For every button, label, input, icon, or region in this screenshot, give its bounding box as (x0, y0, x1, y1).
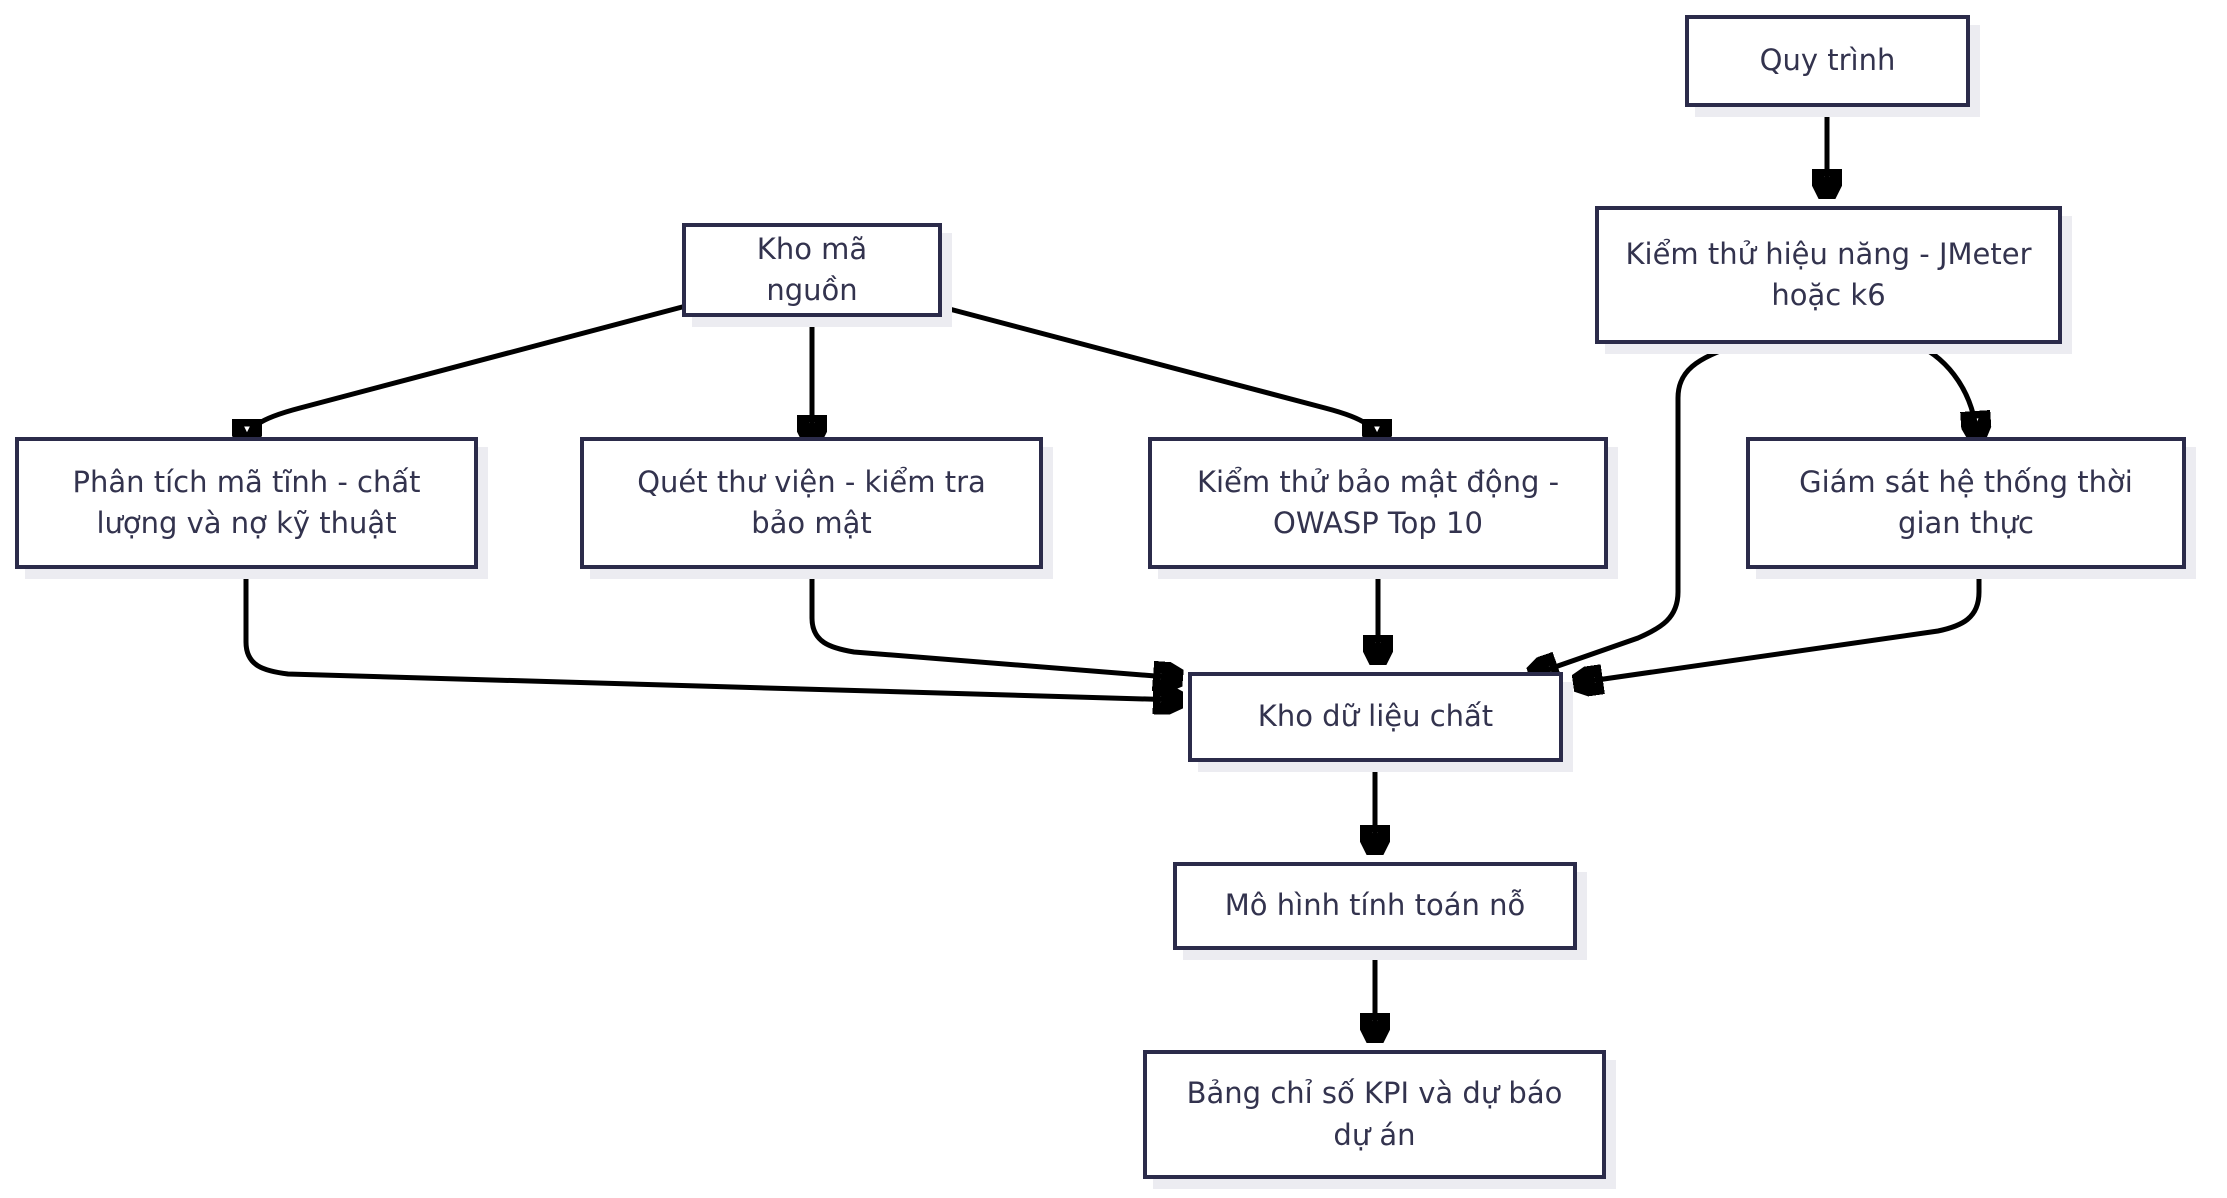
edge-giam-sat-to-kho-du-lieu (1576, 566, 1982, 683)
edge-kho-ma-nguon-to-phan-tich (247, 303, 689, 446)
node-kho-du-lieu-chat: Kho dữ liệu chất (1188, 672, 1563, 762)
node-quy-trinh-label: Quy trình (1759, 43, 1896, 78)
node-giam-sat-he-thong-label: Giám sát hệ thống thời gian thực (1799, 464, 2133, 540)
node-kho-du-lieu-chat-label: Kho dữ liệu chất (1257, 699, 1494, 734)
node-quet-thu-vien: Quét thư viện - kiểm tra bảo mật (580, 437, 1043, 569)
node-bang-chi-so-kpi: Bảng chỉ số KPI và dự báo dự án (1143, 1050, 1606, 1179)
node-bang-chi-so-kpi-label: Bảng chỉ số KPI và dự báo dự án (1186, 1076, 1563, 1152)
node-mo-hinh-tinh-toan: Mô hình tính toán nỗ (1173, 862, 1577, 950)
node-kiem-thu-hieu-nang-label: Kiểm thử hiệu năng - JMeter hoặc k6 (1625, 236, 2032, 312)
edge-quet-thu-vien-to-kho-du-lieu (809, 566, 1180, 678)
edge-jmeter-to-kho-du-lieu (1532, 341, 1743, 675)
node-quet-thu-vien-label: Quét thư viện - kiểm tra bảo mật (637, 464, 986, 540)
node-giam-sat-he-thong: Giám sát hệ thống thời gian thực (1746, 437, 2186, 569)
edge-jmeter-to-giam-sat (1913, 341, 1977, 438)
edge-phan-tich-to-kho-du-lieu (243, 566, 1180, 700)
node-kiem-thu-bao-mat-dong: Kiểm thử bảo mật động - OWASP Top 10 (1148, 437, 1608, 569)
node-kiem-thu-bao-mat-dong-label: Kiểm thử bảo mật động - OWASP Top 10 (1196, 464, 1560, 540)
edge-kho-ma-nguon-to-bao-mat-dong (935, 303, 1377, 446)
node-kho-ma-nguon: Kho mã nguồn (682, 223, 942, 317)
node-phan-tich-ma-tinh-label: Phân tích mã tĩnh - chất lượng và nợ kỹ … (72, 464, 421, 540)
node-mo-hinh-tinh-toan-label: Mô hình tính toán nỗ (1224, 888, 1526, 923)
node-quy-trinh: Quy trình (1685, 15, 1970, 107)
node-kho-ma-nguon-label: Kho mã nguồn (756, 231, 868, 307)
node-phan-tich-ma-tinh: Phân tích mã tĩnh - chất lượng và nợ kỹ … (15, 437, 478, 569)
node-kiem-thu-hieu-nang: Kiểm thử hiệu năng - JMeter hoặc k6 (1595, 206, 2062, 344)
